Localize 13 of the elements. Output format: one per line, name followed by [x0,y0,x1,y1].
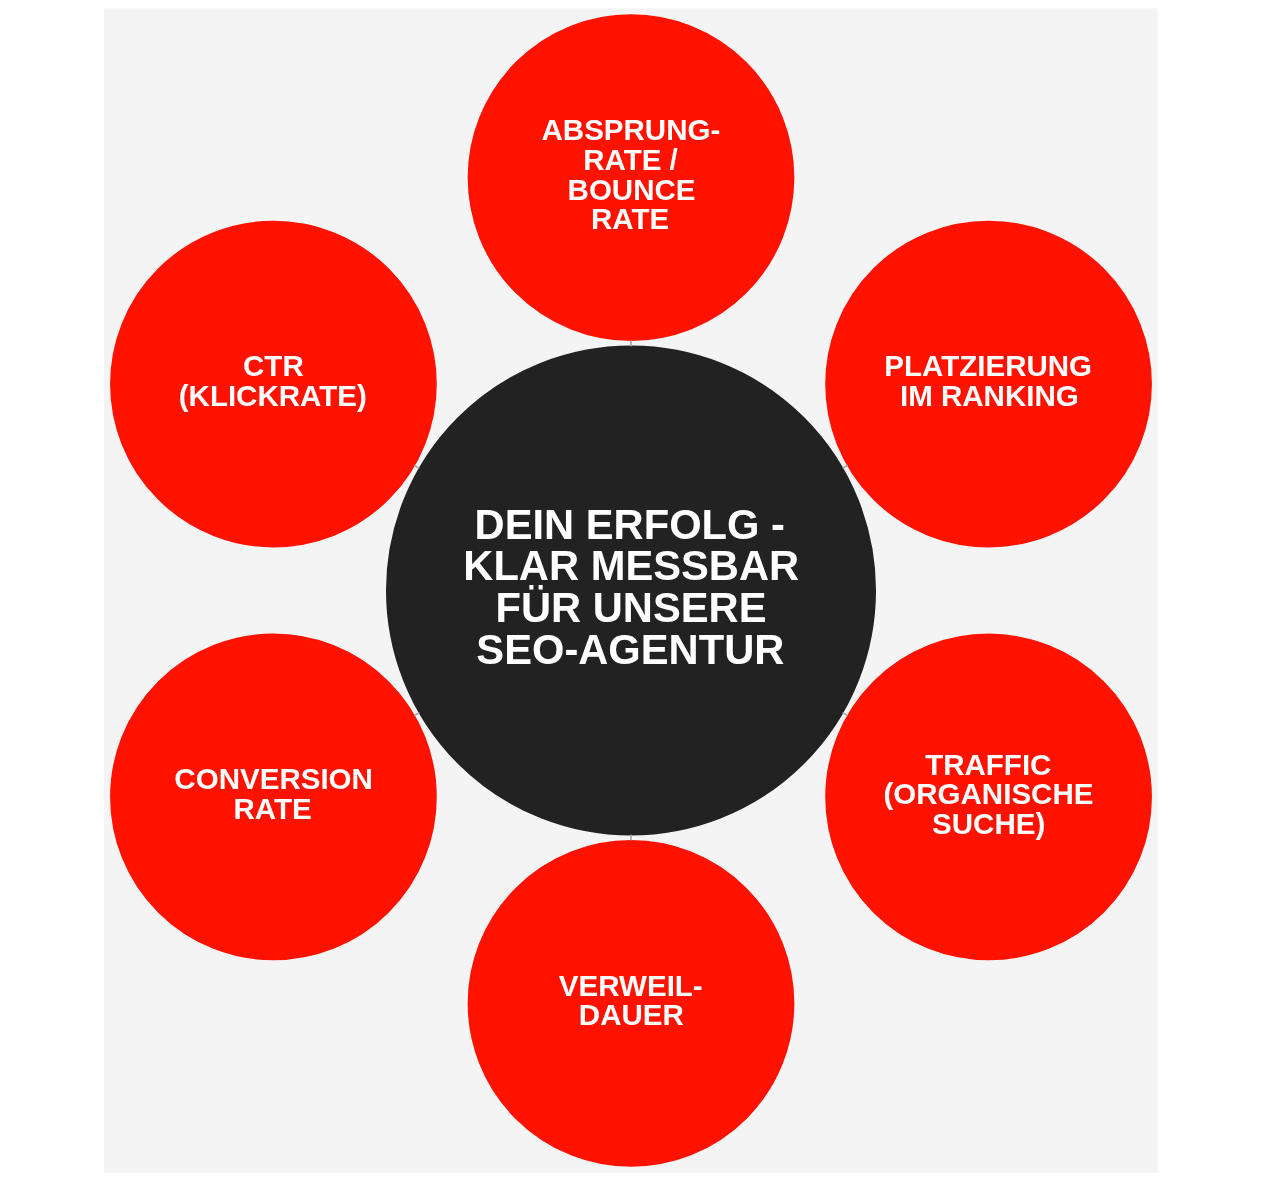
node-circle: VERWEIL- DAUER [467,840,794,1167]
node-circle: TRAFFIC (ORGANISCHE SUCHE) [824,633,1152,961]
connector [841,464,848,470]
connector [413,464,420,470]
node-circle: ABSPRUNG- RATE / BOUNCE RATE [467,14,794,341]
connector [629,339,632,347]
node-circle: PLATZIERUNG IM RANKING [824,220,1152,548]
node-circle: DEIN ERFOLG - KLAR MESSBAR FÜR UNSERE SEO-AGENTUR [385,345,876,836]
connector [629,834,632,842]
connector [841,711,848,717]
connector [413,711,420,717]
node-circle: CTR (KLICKRATE) [109,220,437,548]
node-circle: CONVERSION RATE [109,633,437,961]
